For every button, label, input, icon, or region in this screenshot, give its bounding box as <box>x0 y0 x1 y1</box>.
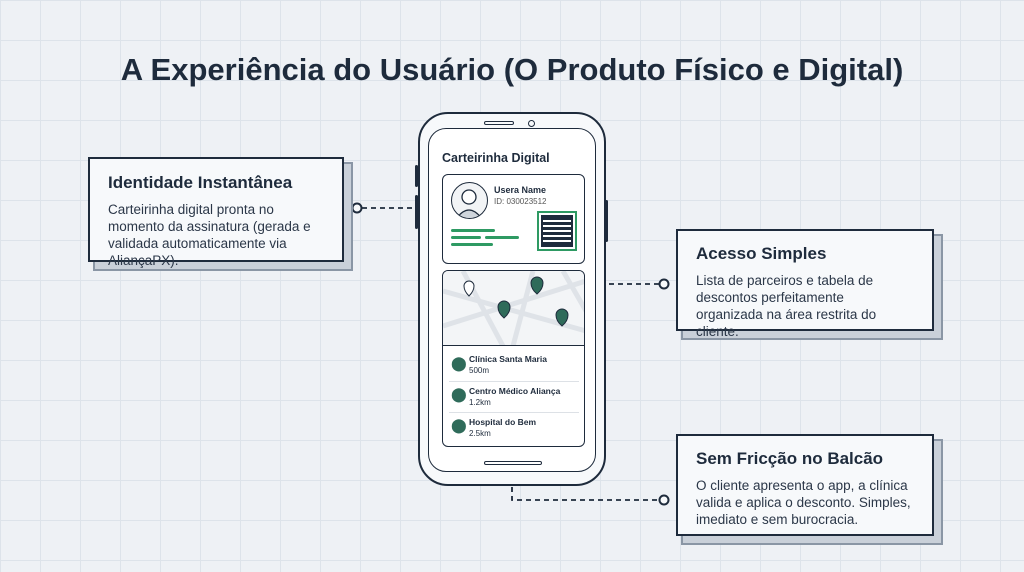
place-name: Hospital do Bem <box>469 417 537 427</box>
identity-callout: Identidade Instantânea Carteirinha digit… <box>88 157 344 268</box>
user-name: Usera Name <box>494 185 547 195</box>
connector-dot <box>658 278 670 290</box>
connector-line-counter <box>511 478 659 501</box>
places-list: ⬤ Clínica Santa Maria 500m ⬤ Centro Médi… <box>449 351 579 444</box>
list-item[interactable]: ⬤ Centro Médico Aliança 1.2km <box>449 382 579 413</box>
green-line <box>451 229 495 232</box>
place-distance: 500m <box>469 366 490 375</box>
location-pin-icon: ⬤ <box>451 417 467 433</box>
place-distance: 1.2km <box>469 398 491 407</box>
counter-callout: Sem Fricção no Balcão O cliente apresent… <box>676 434 934 536</box>
list-item[interactable]: ⬤ Hospital do Bem 2.5km <box>449 413 579 444</box>
connector-dot <box>658 494 670 506</box>
green-line <box>451 243 493 246</box>
user-id: ID: 030023512 <box>494 197 547 206</box>
phone-mockup: Carteirinha Digital Usera Name ID: 03002… <box>418 112 606 486</box>
callout-text: O cliente apresenta o app, a clínica val… <box>696 478 911 527</box>
place-name: Centro Médico Aliança <box>469 386 561 396</box>
callout-heading: Acesso Simples <box>696 244 827 263</box>
green-line <box>451 236 481 239</box>
list-item[interactable]: ⬤ Clínica Santa Maria 500m <box>449 351 579 382</box>
callout-text: Carteirinha digital pronta no momento da… <box>108 202 311 268</box>
phone-speaker <box>484 121 514 125</box>
qr-code-icon <box>537 211 577 251</box>
user-icon <box>455 189 483 218</box>
access-callout: Acesso Simples Lista de parceiros e tabe… <box>676 229 934 339</box>
place-name: Clínica Santa Maria <box>469 354 547 364</box>
phone-power-button <box>605 200 608 242</box>
place-distance: 2.5km <box>469 429 491 438</box>
partners-panel: ⬤ Clínica Santa Maria 500m ⬤ Centro Médi… <box>442 270 585 447</box>
green-line <box>485 236 519 239</box>
callout-heading: Sem Fricção no Balcão <box>696 449 884 468</box>
location-pin-icon: ⬤ <box>451 386 467 402</box>
screen-title: Carteirinha Digital <box>442 151 550 165</box>
location-pin-icon: ⬤ <box>451 355 467 371</box>
home-indicator <box>484 461 542 465</box>
connector-dot <box>351 202 363 214</box>
id-card[interactable]: Usera Name ID: 030023512 <box>442 174 585 264</box>
phone-side-button <box>415 165 418 187</box>
callout-text: Lista de parceiros e tabela de descontos… <box>696 273 877 339</box>
callout-heading: Identidade Instantânea <box>108 173 293 192</box>
phone-camera <box>528 120 535 127</box>
avatar <box>451 182 488 219</box>
page-title: A Experiência do Usuário (O Produto Físi… <box>120 52 904 87</box>
phone-screen: Carteirinha Digital Usera Name ID: 03002… <box>428 128 596 472</box>
map <box>443 271 584 346</box>
phone-side-button <box>415 195 418 229</box>
